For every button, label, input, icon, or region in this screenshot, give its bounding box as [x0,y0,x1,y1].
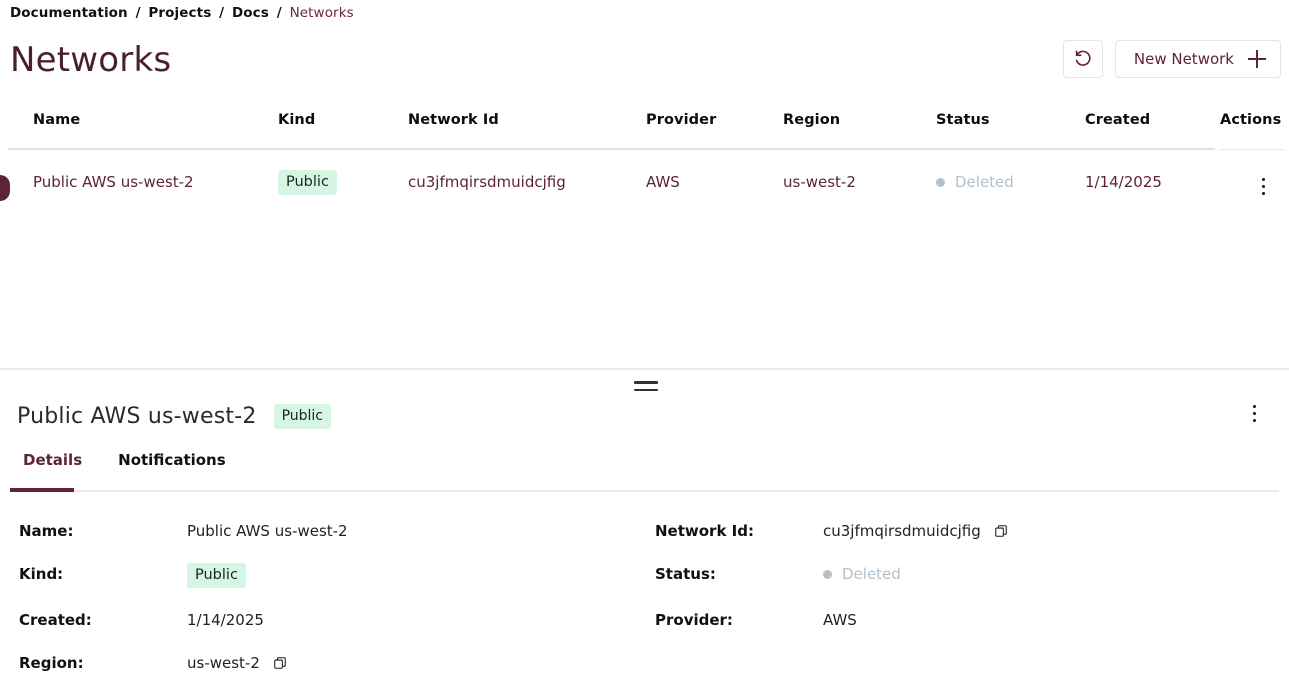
kind-badge: Public [278,169,337,195]
panel-splitter [0,368,1289,370]
new-network-label: New Network [1133,50,1234,68]
column-header-region[interactable]: Region [783,112,841,128]
breadcrumb-separator: / [219,5,225,21]
breadcrumb-item-docs[interactable]: Docs [231,5,269,21]
table-header-divider [8,148,1215,150]
status-dot-icon [936,177,945,187]
detail-kebab-menu-icon[interactable] [1251,403,1258,424]
detail-panel-header: Public AWS us-west-2 Public [0,392,1289,440]
copy-icon[interactable] [273,656,287,670]
plus-icon [1248,50,1266,68]
field-value-name-text: Public AWS us-west-2 [187,522,348,540]
column-header-kind[interactable]: Kind [278,112,316,128]
column-header-created[interactable]: Created [1085,112,1151,128]
copy-icon[interactable] [994,524,1008,538]
cell-actions [1220,144,1289,198]
field-label-provider: Provider: [655,611,733,629]
drag-handle[interactable] [634,381,658,391]
field-label-kind: Kind: [19,565,64,583]
table-header-row: Name Kind Network Id Provider Region Sta… [0,112,1289,144]
tab-details[interactable]: Details [17,450,88,479]
field-label-network-id: Network Id: [655,522,754,540]
field-value-kind: Public [187,563,655,588]
cell-provider: AWS [646,173,680,191]
refresh-icon [1073,48,1093,71]
kebab-menu-icon[interactable] [1260,176,1267,197]
cell-region: us-west-2 [783,173,856,191]
column-header-provider[interactable]: Provider [646,112,717,128]
column-header-network-id[interactable]: Network Id [408,112,499,128]
detail-panel: Public AWS us-west-2 Public Details Noti… [0,392,1289,700]
field-value-network-id-text: cu3jfmqirsdmuidcjfig [823,522,981,540]
field-value-provider: AWS [823,609,1289,631]
tabs-divider [10,490,1279,492]
field-label-region: Region: [19,654,84,672]
table-header-divider-actions [1219,149,1285,150]
status-dot-icon [823,569,832,579]
networks-table: Name Kind Network Id Provider Region Sta… [0,112,1289,201]
cell-name: Public AWS us-west-2 [33,173,194,191]
breadcrumb-item-networks[interactable]: Networks [289,5,354,21]
header-actions: New Network [1062,40,1281,78]
column-header-name[interactable]: Name [33,112,81,128]
field-value-network-id: cu3jfmqirsdmuidcjfig [823,520,1289,542]
field-label-created: Created: [19,611,92,629]
page-title: Networks [10,40,172,80]
cell-kind: Public [278,144,408,198]
breadcrumb-item-projects[interactable]: Projects [148,5,212,21]
field-value-name: Public AWS us-west-2 [187,520,655,542]
column-header-actions: Actions [1220,112,1282,128]
refresh-button[interactable] [1062,40,1103,78]
detail-panel-title: Public AWS us-west-2 [17,403,257,429]
table-row[interactable]: Public AWS us-west-2 Public cu3jfmqirsdm… [0,144,1289,198]
field-value-provider-text: AWS [823,611,857,629]
detail-status-label: Deleted [842,565,901,583]
tab-notifications[interactable]: Notifications [112,450,232,479]
detail-fields: Name: Public AWS us-west-2 Network Id: c… [0,520,1289,674]
breadcrumb-separator: / [135,5,141,21]
field-value-created-text: 1/14/2025 [187,611,264,629]
detail-status-badge: Deleted [823,563,901,585]
detail-tabs: Details Notifications [0,450,1289,492]
detail-kind-badge: Public [273,403,331,429]
field-label-name: Name: [19,522,74,540]
field-value-region-text: us-west-2 [187,654,260,672]
cell-status: Deleted [936,144,1085,198]
field-value-status: Deleted [823,563,1289,585]
tab-active-indicator [10,488,74,492]
cell-network-id: cu3jfmqirsdmuidcjfig [408,173,566,191]
field-value-region: us-west-2 [187,652,655,674]
field-label-status: Status: [655,565,716,583]
cell-created: 1/14/2025 [1085,173,1162,191]
breadcrumb: Documentation / Projects / Docs / Networ… [10,5,354,21]
field-value-kind-badge: Public [187,563,246,588]
status-badge: Deleted [936,173,1014,191]
detail-kind-badge-label: Public [273,403,331,429]
breadcrumb-separator: / [276,5,282,21]
new-network-button[interactable]: New Network [1114,40,1281,78]
row-selection-marker [0,175,10,201]
field-value-created: 1/14/2025 [187,609,655,631]
column-header-status[interactable]: Status [936,112,990,128]
status-label: Deleted [955,173,1014,192]
breadcrumb-item-documentation[interactable]: Documentation [10,5,128,21]
